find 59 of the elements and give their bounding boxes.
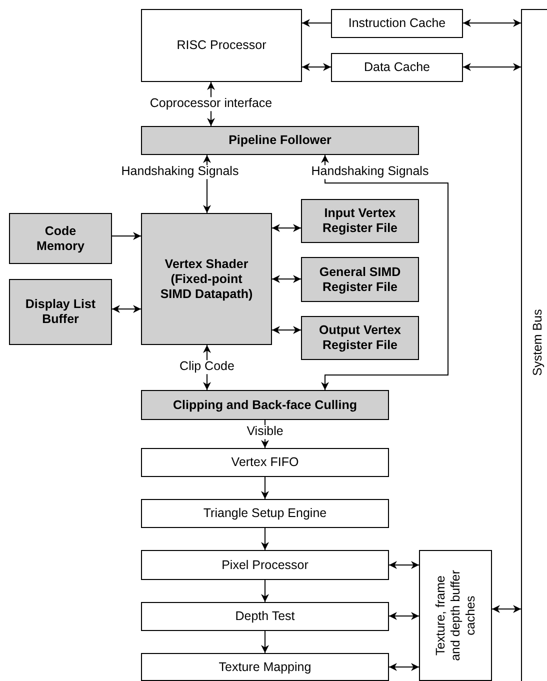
process-box bbox=[141, 126, 419, 155]
process-box bbox=[9, 279, 112, 345]
edge-label: Handshaking Signals bbox=[310, 165, 430, 179]
block-label: Data Cache bbox=[362, 60, 431, 75]
block-label: Triangle Setup Engine bbox=[202, 506, 328, 521]
block-label: Pixel Processor bbox=[220, 558, 310, 572]
block-label: Input Vertex Register File bbox=[321, 206, 399, 236]
arrow bbox=[261, 580, 269, 602]
edge-label: Clip Code bbox=[178, 360, 236, 374]
system-bus bbox=[521, 9, 547, 681]
block-box bbox=[331, 9, 463, 38]
process-box bbox=[9, 213, 112, 264]
arrow bbox=[272, 326, 302, 334]
arrow bbox=[261, 476, 269, 500]
cache-box bbox=[419, 550, 492, 681]
process-box bbox=[301, 257, 419, 302]
arrow bbox=[388, 663, 420, 671]
arrow bbox=[272, 275, 302, 283]
arrow bbox=[388, 561, 420, 569]
block-label: Texture Mapping bbox=[218, 660, 312, 674]
block-label: Code Memory bbox=[36, 224, 86, 254]
arrow bbox=[462, 19, 522, 27]
block-box bbox=[141, 602, 389, 631]
block-box bbox=[141, 653, 389, 681]
block-label: Instruction Cache bbox=[347, 16, 447, 31]
process-box bbox=[141, 213, 272, 345]
block-label: Vertex FIFO bbox=[230, 455, 300, 470]
block-label: Texture, frame and depth buffer caches bbox=[433, 569, 478, 663]
block-label: System Bus bbox=[530, 308, 546, 378]
block-box bbox=[141, 9, 302, 82]
block-box bbox=[141, 448, 389, 477]
arrow bbox=[492, 605, 522, 613]
arrow bbox=[302, 19, 332, 27]
block-label: Depth Test bbox=[234, 609, 296, 624]
block-label: RISC Processor bbox=[176, 38, 268, 53]
block-label: Vertex Shader (Fixed-point SIMD Datapath) bbox=[159, 256, 254, 302]
block-label: Clipping and Back-face Culling bbox=[172, 398, 358, 412]
process-box bbox=[301, 316, 419, 360]
block-label: Display List Buffer bbox=[24, 297, 97, 327]
process-box bbox=[301, 199, 419, 243]
arrow bbox=[302, 63, 332, 71]
arrow bbox=[321, 154, 448, 390]
block-label: Pipeline Follower bbox=[228, 133, 332, 148]
block-label: Output Vertex Register File bbox=[318, 323, 402, 353]
edge-label: Handshaking Signals bbox=[120, 165, 240, 179]
arrow bbox=[112, 305, 142, 313]
block-box bbox=[141, 499, 389, 528]
block-box bbox=[141, 550, 389, 580]
process-box bbox=[141, 390, 389, 420]
arrow bbox=[112, 232, 142, 240]
block-label: General SIMD Register File bbox=[318, 264, 402, 294]
edge-label: Visible bbox=[246, 425, 284, 439]
arrow bbox=[261, 528, 269, 550]
arrow bbox=[261, 630, 269, 654]
arrow bbox=[272, 224, 302, 232]
block-box bbox=[331, 53, 463, 82]
arrow bbox=[462, 63, 522, 71]
edge-label: Coprocessor interface bbox=[148, 97, 274, 111]
arrow bbox=[388, 612, 420, 620]
